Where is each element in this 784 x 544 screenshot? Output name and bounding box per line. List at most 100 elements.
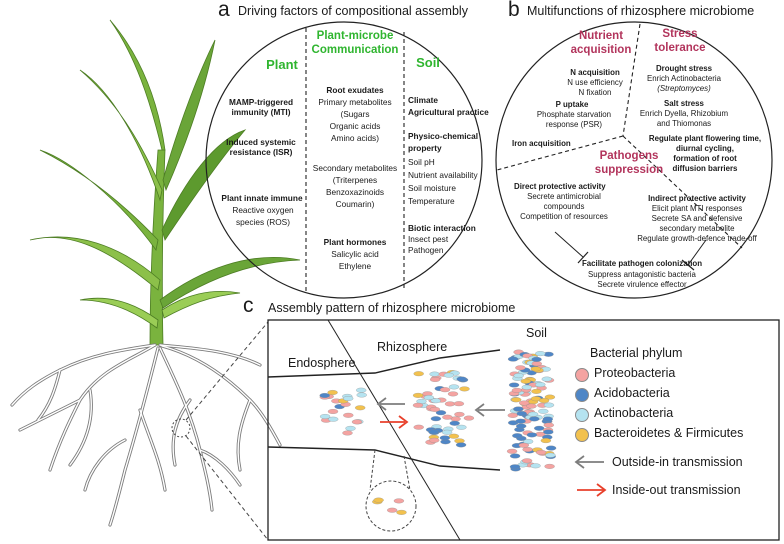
sec-line-2: Benzoxazinoids	[325, 187, 385, 197]
bacterium	[448, 433, 460, 439]
n-line-1: N fixation	[578, 88, 612, 97]
bacterium	[516, 411, 527, 417]
bacterium	[507, 412, 518, 418]
bacterium	[448, 384, 460, 390]
comm-heading-2: Communication	[311, 44, 399, 56]
facilitate-line-1: Secrete virulence effector	[597, 280, 687, 289]
bacterium	[509, 464, 521, 470]
bacterium	[351, 419, 363, 425]
legend-dot-proteobacteria	[575, 368, 589, 382]
plant-isr-2: resistance (ISR)	[229, 147, 293, 157]
root-exudates: Root exudates	[326, 85, 384, 95]
bacterium	[516, 423, 527, 429]
bacterium	[455, 442, 467, 448]
bacterium	[355, 405, 366, 411]
soil-phys-0: Soil pH	[408, 157, 435, 167]
soil-phys-3: Temperature	[408, 196, 455, 206]
plant-isr-1: Induced systemic	[226, 137, 296, 147]
salt-stress: Salt stress	[664, 99, 704, 108]
bacterium	[441, 429, 453, 435]
bacterium	[513, 406, 524, 412]
bacterium	[373, 497, 384, 503]
soil-phys-2: Soil moisture	[408, 183, 456, 193]
bacterium	[430, 416, 442, 422]
reg-line-0: Regulate plant flowering time,	[648, 134, 762, 143]
bacterium	[396, 509, 407, 515]
sec-line-0: Secondary metabolites	[312, 163, 398, 173]
bacterium	[520, 378, 531, 384]
indirect-activity: Indirect protective activity	[648, 194, 746, 203]
drought-line-1: Enrich Actinobacteria	[646, 74, 722, 83]
panel-a-title: Driving factors of compositional assembl…	[238, 4, 468, 18]
sec-line-1: (Triterpenes	[332, 175, 378, 185]
soil-agri: Agricultural practice	[408, 107, 489, 117]
bacterium	[443, 372, 455, 378]
reg-line-3: diffusion barriers	[672, 164, 738, 173]
bacterium	[454, 438, 465, 444]
legend-actinobacteria: Actinobacteria	[594, 406, 674, 420]
hormone-0: Salicylic acid	[331, 249, 379, 259]
bacterium	[508, 382, 520, 388]
legend-bacteroidetes: Bacteroidetes & Firmicutes	[594, 426, 744, 440]
indirect-line-2: secondary metabolite	[659, 224, 735, 233]
nutrient-heading-1: Nutrient	[578, 30, 624, 42]
bacterium	[512, 433, 523, 439]
plant-mti-1: MAMP-triggered	[228, 97, 294, 107]
soil-label: Soil	[526, 326, 547, 340]
bacterium	[428, 429, 439, 435]
re-line-3: Amino acids)	[331, 133, 379, 143]
bacterium	[544, 463, 555, 469]
indirect-line-1: Secrete SA and defensive	[651, 214, 743, 223]
bacterium	[515, 365, 526, 371]
bacterium	[518, 442, 529, 448]
bacterium	[531, 388, 542, 394]
bacterium	[463, 415, 475, 421]
hormone-1: Ethylene	[338, 261, 372, 271]
bacterium	[456, 424, 467, 430]
bacterium	[319, 393, 330, 398]
soil-physchem-1: Physico-chemical	[408, 131, 479, 141]
maize-plant-illustration	[29, 19, 301, 346]
bacterium	[538, 408, 549, 414]
panel-c-letter: c	[243, 294, 254, 317]
bacterium	[454, 411, 465, 417]
soil-biotic-0: Insect pest	[408, 234, 449, 244]
bacterium	[387, 507, 398, 513]
bacterium	[459, 386, 470, 392]
soil-biotic-1: Pathogen	[408, 245, 444, 255]
soil-heading: Soil	[416, 55, 440, 70]
bacterium	[543, 429, 554, 435]
bacterium	[507, 356, 519, 362]
legend-dot-acidobacteria	[575, 388, 589, 402]
bacterium	[543, 422, 554, 428]
bacterium	[435, 410, 447, 416]
panel-b-title: Multifunctions of rhizosphere microbiome	[527, 4, 755, 18]
bacterium	[534, 425, 545, 431]
bacterium	[356, 392, 367, 398]
bacterium	[535, 351, 546, 357]
legend-dot-bacteroidetes	[575, 428, 589, 442]
bacterium	[413, 424, 424, 430]
legend-acidobacteria: Acidobacteria	[594, 386, 670, 400]
bacterium	[447, 391, 459, 397]
reg-line-1: diurnal cycling,	[676, 144, 734, 153]
zoom-circle	[171, 418, 191, 438]
bacterium	[327, 390, 338, 395]
panel-c-title: Assembly pattern of rhizosphere microbio…	[268, 301, 516, 315]
bacterium	[327, 409, 339, 414]
indirect-line-0: Elicit plant MTI responses	[651, 204, 743, 213]
bacteria-cloud	[319, 349, 557, 515]
stress-heading-2: tolerance	[654, 42, 706, 54]
bacterium	[429, 371, 440, 377]
legend-title: Bacterial phylum	[590, 346, 683, 360]
bacterium	[530, 366, 541, 372]
p-line-0: Phosphate starvation	[536, 110, 612, 119]
iron-acquisition: Iron acquisition	[512, 139, 571, 148]
panel-a-circle	[205, 21, 483, 299]
panel-c-box	[267, 319, 780, 541]
bacterium	[439, 387, 451, 393]
plant-heading: Plant	[266, 57, 298, 72]
drought-stress: Drought stress	[655, 64, 713, 73]
bacterium	[343, 412, 354, 418]
